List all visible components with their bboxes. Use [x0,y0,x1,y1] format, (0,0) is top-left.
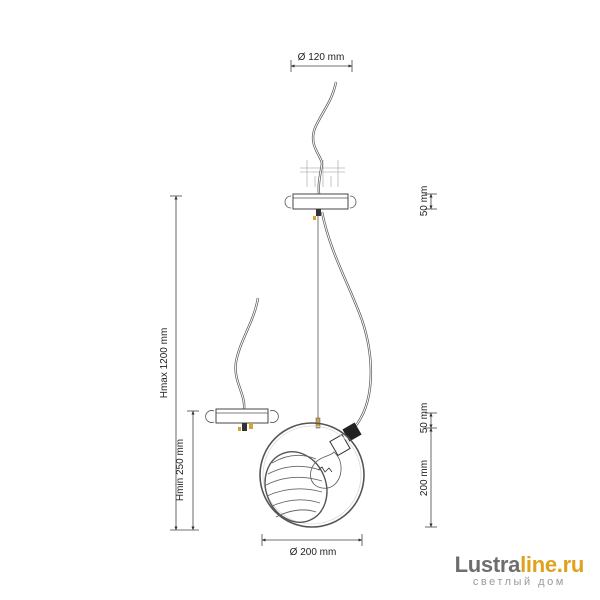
main-lamp-assembly [259,81,373,528]
brand-watermark: Lustraline.ru светлый дом [454,552,585,588]
hmin-label: Hmin 250 mm [175,439,186,501]
shade-diameter-label: Ø 200 mm [290,547,337,558]
secondary-cord [234,297,260,411]
canopy-height-top-dimension: 50 mm [419,186,437,217]
canopy-diameter-label: Ø 120 mm [298,52,345,63]
shade-height-label: 200 mm [419,460,430,496]
shade-height-dimension: 200 mm [419,427,437,528]
canopy-height-top-label: 50 mm [419,186,430,217]
canopy-diameter-dimension: Ø 120 mm [290,52,353,72]
hmin-dimension: Hmin 250 mm [170,410,199,531]
hmax-dimension: Hmax 1200 mm [159,195,182,531]
power-cord-upper [311,81,338,195]
filament-bulb [310,451,342,489]
brand-logo-text: Lustraline.ru [454,552,585,577]
brand-tagline: светлый дом [472,576,566,588]
ceiling-canopy-top [284,193,357,220]
glass-sphere-shade [259,422,365,528]
secondary-canopy-assembly [205,297,279,431]
hmax-label: Hmax 1200 mm [159,328,170,399]
power-cord-lower [320,211,373,429]
canopy-height-bottom-label: 50 mm [419,403,430,434]
canopy-height-bottom-dimension: 50 mm [419,403,437,434]
shade-diameter-dimension: Ø 200 mm [261,534,363,558]
